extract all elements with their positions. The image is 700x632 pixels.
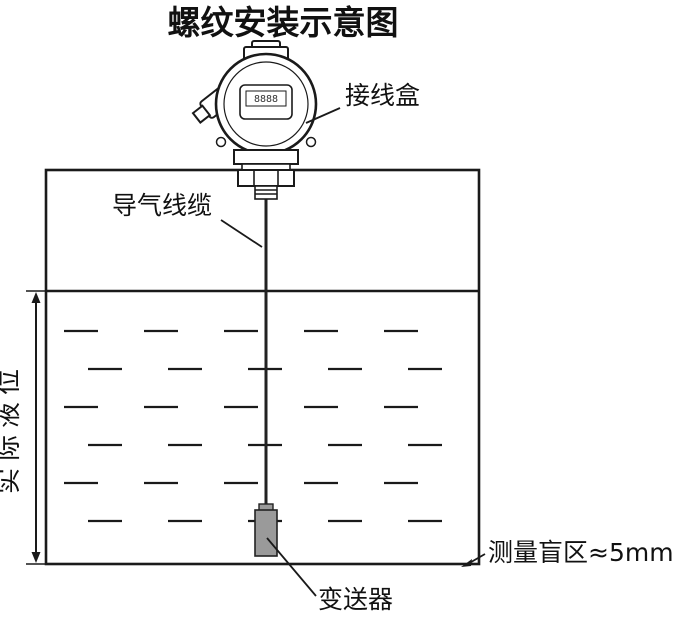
transmitter-callout: 变送器	[266, 537, 393, 614]
display-bezel	[239, 84, 293, 120]
display-window	[245, 90, 287, 107]
hex-nut	[237, 169, 295, 187]
junction-box-label: 接线盒	[345, 81, 420, 110]
liquid-dashes	[64, 329, 462, 523]
cable-gland-tip	[191, 104, 212, 124]
blind-zone-label: 测量盲区≈5mm	[488, 538, 674, 567]
air-cable-callout: 导气线缆	[112, 191, 263, 248]
dimension-arrowhead-up	[31, 292, 41, 303]
housing-lug-right	[305, 136, 317, 148]
diagram-title: 螺纹安装示意图	[168, 3, 399, 42]
blind-zone-arrowhead	[461, 559, 472, 567]
housing-lug-left	[215, 136, 227, 148]
mounting-bracket	[233, 149, 299, 165]
junction-box-leader-line	[305, 107, 341, 124]
transmitter-label: 变送器	[318, 585, 393, 614]
air-cable-label: 导气线缆	[112, 191, 212, 220]
housing-circle-inner	[223, 61, 309, 147]
air-cable-leader-line	[220, 219, 263, 248]
blind-zone-callout: 测量盲区≈5mm	[461, 538, 674, 567]
transmitter-leader-line	[266, 537, 317, 597]
transmitter-head-assembly: 8888	[191, 40, 318, 200]
threaded-stem	[254, 185, 278, 200]
probe-assembly	[254, 503, 278, 557]
probe-body	[254, 509, 278, 557]
level-dimension: 实际液位	[0, 290, 46, 565]
junction-box-callout: 接线盒	[305, 81, 420, 124]
actual-level-label: 实际液位	[0, 362, 24, 494]
display-digits: 8888	[254, 94, 278, 105]
dimension-arrowhead-down	[31, 552, 41, 563]
